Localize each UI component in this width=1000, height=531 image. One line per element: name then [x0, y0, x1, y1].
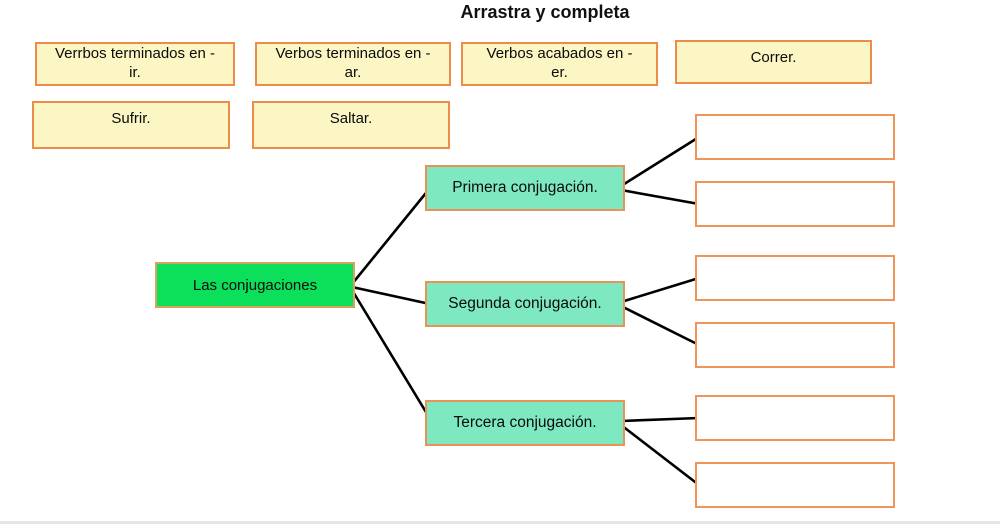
- las-conjugaciones-label: Las conjugaciones: [192, 276, 318, 294]
- segunda-conjugacion-label: Segunda conjugación.: [448, 295, 602, 312]
- chip-verbos-er-label: Verbos acabados en - er.: [486, 45, 633, 81]
- tercera-conjugacion-node: Tercera conjugación.: [425, 400, 625, 446]
- chip-verbos-ar[interactable]: Verbos terminados en -ar.: [255, 42, 451, 86]
- primera-conjugacion-label: Primera conjugación.: [452, 179, 598, 196]
- connector-segunda-slot4: [620, 304, 700, 347]
- tercera-conjugacion-label: Tercera conjugación.: [453, 414, 597, 431]
- page-title: Arrastra y completa: [460, 2, 630, 22]
- drop-slot-4[interactable]: [695, 322, 895, 368]
- connector-root-segunda: [351, 285, 431, 306]
- drop-slot-2[interactable]: [695, 181, 895, 227]
- connector-segunda-slot3: [620, 276, 700, 304]
- chip-verbos-er[interactable]: Verbos acabados en - er.: [461, 42, 658, 86]
- connector-root-tercera: [350, 289, 434, 423]
- connector-primera-slot1: [620, 135, 700, 188]
- connector-primera-slot2: [620, 188, 700, 206]
- segunda-conjugacion-node: Segunda conjugación.: [425, 281, 625, 327]
- chip-verbos-ar-label: Verbos terminados en -ar.: [275, 45, 431, 81]
- chip-saltar-label: Saltar.: [329, 110, 373, 127]
- connector-tercera-slot5: [620, 416, 700, 423]
- chip-saltar[interactable]: Saltar.: [252, 101, 450, 149]
- chip-correr[interactable]: Correr.: [675, 40, 872, 84]
- chip-sufrir-label: Sufrir.: [111, 110, 151, 127]
- drop-slot-6[interactable]: [695, 462, 895, 508]
- drop-slot-5[interactable]: [695, 395, 895, 441]
- chip-correr-label: Correr.: [750, 49, 797, 66]
- chip-verbos-ir[interactable]: Verrbos terminados en -ir.: [35, 42, 235, 86]
- chip-sufrir[interactable]: Sufrir.: [32, 101, 230, 149]
- primera-conjugacion-node: Primera conjugación.: [425, 165, 625, 211]
- drop-slot-3[interactable]: [695, 255, 895, 301]
- drop-slot-1[interactable]: [695, 114, 895, 160]
- bottom-divider: [0, 521, 1000, 524]
- connector-root-primera: [350, 187, 432, 285]
- chip-verbos-ir-label: Verrbos terminados en -ir.: [54, 45, 216, 81]
- las-conjugaciones-node: Las conjugaciones: [155, 262, 355, 308]
- connector-tercera-slot6: [620, 423, 700, 487]
